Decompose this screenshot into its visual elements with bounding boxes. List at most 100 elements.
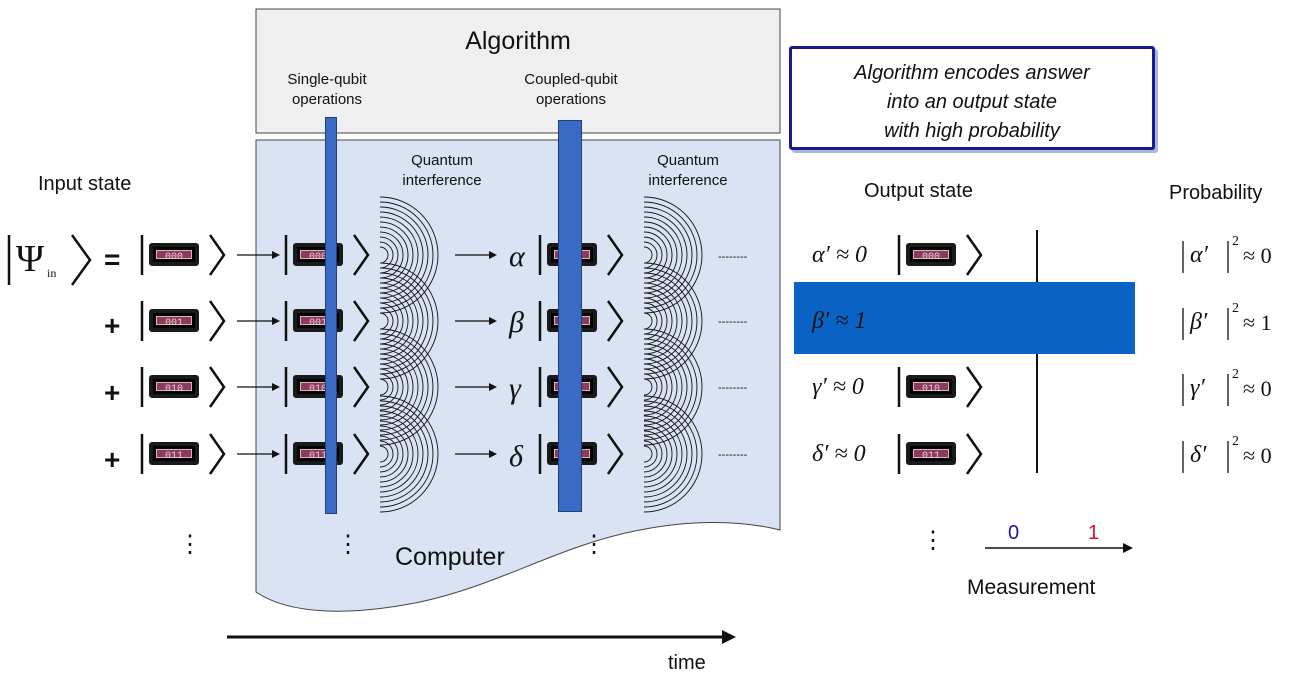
output-coef-2: β′ ≈ 1 [812, 308, 867, 334]
input-register-1-bits: 000 [164, 252, 183, 263]
coupled-op-register-1-brackets [538, 234, 624, 276]
psi-subscript: in [47, 266, 57, 280]
arrow-interference-to-amp-4 [455, 450, 497, 458]
probability-abs-bars-1 [1182, 241, 1229, 273]
output-register-1-chip: 000 [906, 243, 956, 266]
input-register-1-chip: 000 [149, 243, 199, 266]
coupled-qubit-label: Coupled-qubit operations [496, 70, 646, 110]
output-register-3-brackets [897, 366, 983, 408]
psi-symbol: Ψ [16, 238, 45, 280]
dashes-row-2: -------- [718, 316, 748, 328]
single-op-register-2-brackets [284, 300, 370, 342]
measurement-arrowhead [1123, 543, 1133, 553]
note-line1: Algorithm encodes answer [854, 62, 1090, 84]
input-state-label: Input state [38, 173, 132, 195]
measurement-label: Measurement [967, 576, 1096, 599]
coupled-qubit-line1: Coupled-qubit [524, 71, 618, 88]
probability-row-4: δ′2≈ 0 [1181, 433, 1291, 477]
time-label: time [668, 652, 706, 674]
output-register-1-chip-face: 000 [913, 250, 949, 263]
probability-value-1: ≈ 0 [1243, 243, 1272, 268]
interference-label-1: Quantum interference [372, 151, 512, 191]
probability-value-2: ≈ 1 [1243, 310, 1272, 335]
output-register-4-chip: 011 [906, 442, 956, 465]
input-register-2-chip-face: 001 [156, 316, 192, 329]
arrow-interference-to-amp-2 [455, 317, 497, 325]
interference-waves-1 [379, 196, 439, 513]
algorithm-box [255, 8, 781, 134]
coupled-op-register-4-brackets [538, 433, 624, 475]
time-arrowhead [722, 630, 736, 644]
output-state-label: Output state [864, 180, 973, 202]
arrow-input-to-single-3 [237, 383, 280, 391]
output-register-4-chip-face: 011 [913, 449, 949, 462]
input-register-3-bits: 010 [164, 384, 183, 395]
input-register-4: 011 [140, 432, 230, 476]
coupled-qubit-operation-bar [558, 120, 582, 512]
ellipsis-output: ⋮ [921, 527, 945, 554]
probability-label: Probability [1169, 182, 1263, 204]
single-qubit-label: Single-qubit operations [262, 70, 392, 110]
output-register-4: 011 [897, 432, 987, 476]
interference1-line1: Quantum [411, 152, 473, 169]
probability-abs-bars-3 [1182, 374, 1229, 406]
input-register-3: 010 [140, 365, 230, 409]
ellipsis-coupled: ⋮ [582, 531, 606, 558]
output-register-1: 000 [897, 233, 987, 277]
measurement-zero: 0 [1008, 522, 1020, 544]
single-qubit-line1: Single-qubit [287, 71, 367, 88]
input-register-4-chip: 011 [149, 442, 199, 465]
note-line2: into an output state [886, 91, 1058, 113]
single-op-register-4-bits: 011 [308, 451, 327, 462]
ellipsis-single: ⋮ [336, 531, 360, 558]
probability-exponent-1: 2 [1232, 234, 1239, 249]
psi-in-ket: Ψ in [6, 232, 96, 288]
amplitude-alpha: α [509, 240, 525, 273]
amplitude-beta: β [509, 306, 524, 339]
input-register-4-chip-face: 011 [156, 449, 192, 462]
probability-abs-bars-2 [1182, 308, 1229, 340]
single-qubit-line2: operations [291, 91, 363, 108]
psi-ket-brackets [7, 234, 92, 286]
probability-symbol-2: β′ [1190, 309, 1208, 335]
input-register-2-chip: 001 [149, 309, 199, 332]
input-register-1-chip-face: 000 [156, 250, 192, 263]
computer-title: Computer [395, 543, 505, 571]
input-register-3-chip: 010 [149, 375, 199, 398]
single-op-register-1-bits: 000 [308, 252, 327, 263]
ellipsis-input: ⋮ [178, 531, 202, 558]
output-register-3: 010 [897, 365, 987, 409]
probability-row-2: β′ 2 ≈ 1 [1181, 300, 1291, 344]
probability-symbol-4: δ′ [1190, 442, 1207, 468]
probability-symbol-3: γ′ [1190, 375, 1205, 401]
single-op-register-3-bits: 010 [308, 384, 327, 395]
single-op-register-2-bits: 001 [308, 318, 327, 329]
output-register-1-brackets [897, 234, 983, 276]
interference1-line2: interference [402, 172, 482, 189]
probability-exponent-3: 2 [1232, 367, 1239, 382]
probability-exponent-4: 2 [1232, 434, 1239, 449]
arrow-input-to-single-2 [237, 317, 280, 325]
output-register-1-bits: 000 [921, 252, 940, 263]
coupled-op-register-2-brackets [538, 300, 624, 342]
input-register-2: 001 [140, 299, 230, 343]
algorithm-title: Algorithm [465, 27, 571, 55]
probability-abs-bars-4 [1182, 441, 1229, 473]
interference-label-2: Quantum interference [618, 151, 758, 191]
probability-exponent-2: 2 [1232, 301, 1239, 316]
dashes-row-4: -------- [718, 449, 748, 461]
coupled-qubit-line2: operations [535, 91, 607, 108]
plus-sign-2: + [104, 377, 121, 408]
arrow-interference-to-amp-1 [455, 251, 497, 259]
note-box: Algorithm encodes answer into an output … [789, 46, 1155, 150]
coupled-op-register-3-brackets [538, 366, 624, 408]
single-op-register-3-brackets [284, 366, 370, 408]
plus-sign-1: + [104, 310, 121, 341]
highlight-row [794, 282, 1135, 354]
note-line3: with high probability [884, 120, 1060, 142]
interference2-line1: Quantum [657, 152, 719, 169]
